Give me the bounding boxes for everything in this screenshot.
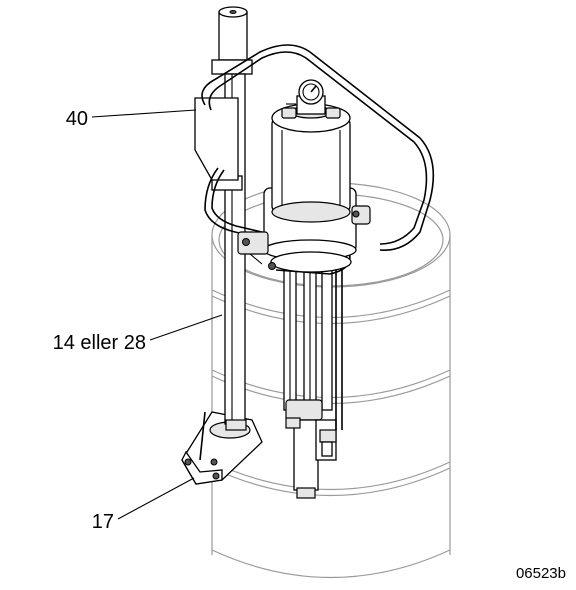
callout-label-40: 40 — [66, 108, 88, 130]
drum-foot — [181, 411, 263, 485]
pump-lower — [283, 249, 337, 499]
air-motor — [237, 103, 371, 273]
figure-id: 06523b — [516, 565, 566, 582]
callout-label-14-or-28: 14 eller 28 — [53, 332, 146, 354]
leader-lines — [91, 109, 223, 520]
gauge-assembly — [281, 79, 341, 119]
leader-14-28 — [149, 314, 223, 341]
callout-label-17: 17 — [92, 511, 114, 533]
leader-40 — [91, 109, 197, 118]
bracket — [194, 97, 239, 181]
leader-17 — [117, 477, 195, 520]
